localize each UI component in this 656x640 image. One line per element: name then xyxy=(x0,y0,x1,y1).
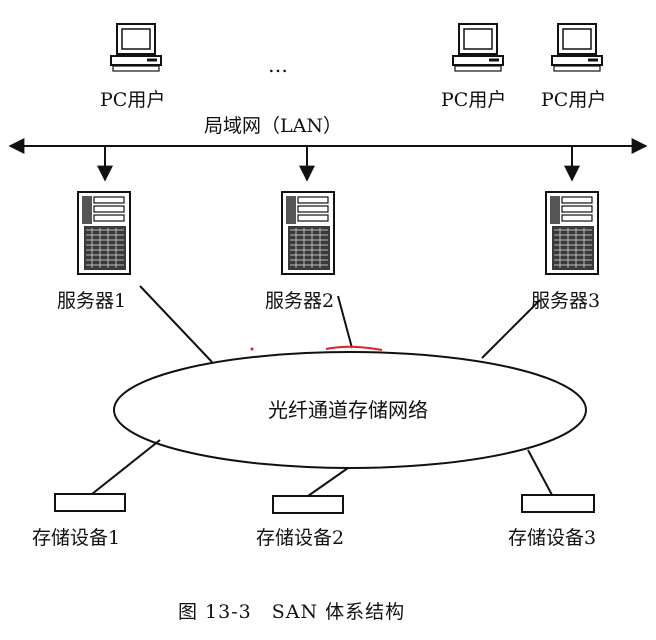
pc-user-2-label: PC用户 xyxy=(441,89,507,111)
storage-device-2-label: 存储设备2 xyxy=(256,527,345,549)
server-1-icon xyxy=(77,191,131,275)
server-2-label: 服务器2 xyxy=(265,290,335,312)
figure-caption: 图 13-3 SAN 体系结构 xyxy=(178,601,406,623)
storage-3-link xyxy=(527,449,553,496)
pc-user-2-icon xyxy=(452,23,504,72)
server-3-label: 服务器3 xyxy=(531,290,601,312)
storage-device-1-label: 存储设备1 xyxy=(32,527,121,549)
server-2-link xyxy=(337,295,353,349)
pc-user-1-icon xyxy=(110,23,162,72)
server-1-link xyxy=(139,285,213,363)
red-annotation-mark xyxy=(325,345,383,351)
server-3-icon xyxy=(545,191,599,275)
storage-device-3-icon xyxy=(521,494,595,513)
server-3-link xyxy=(481,299,541,359)
lan-label: 局域网（LAN） xyxy=(204,115,342,137)
pc-user-3-label: PC用户 xyxy=(541,89,607,111)
server-2-icon xyxy=(281,191,335,275)
storage-device-3-label: 存储设备3 xyxy=(508,527,597,549)
storage-device-1-icon xyxy=(54,493,126,512)
pc-user-3-icon xyxy=(551,23,603,72)
storage-2-link xyxy=(307,467,349,497)
pc-ellipsis: … xyxy=(268,53,288,77)
fc-network-ellipse xyxy=(113,351,587,469)
server-1-label: 服务器1 xyxy=(57,290,127,312)
red-dot-mark xyxy=(250,347,254,351)
storage-device-2-icon xyxy=(272,495,344,514)
storage-1-link xyxy=(91,439,161,495)
fc-network-label: 光纤通道存储网络 xyxy=(268,398,428,422)
pc-user-1-label: PC用户 xyxy=(100,89,166,111)
